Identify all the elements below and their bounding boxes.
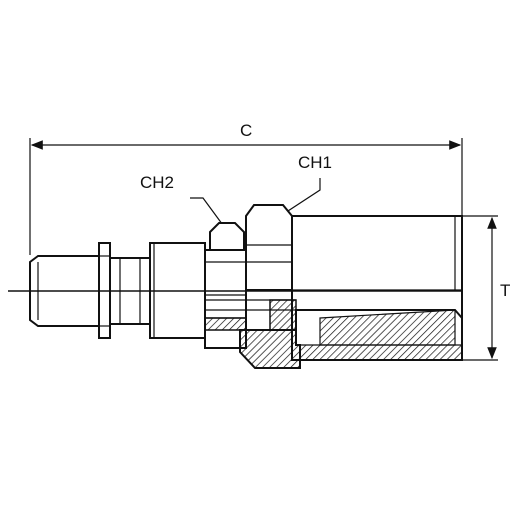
hatch-seal	[269, 299, 297, 331]
hatch-ferrule-lower	[299, 344, 463, 361]
hex-ch1-top	[245, 204, 293, 291]
hex-ch2-top	[209, 222, 245, 251]
leaders: CH2 CH1	[140, 153, 332, 233]
label-ch2: CH2	[140, 173, 174, 192]
dimension-c: C	[29, 121, 463, 255]
hatch-nut-section	[239, 329, 301, 369]
label-ch1: CH1	[298, 153, 332, 172]
label-t: T	[500, 281, 510, 300]
cut-section	[204, 299, 463, 369]
leader-ch2	[190, 197, 229, 233]
hex-nut-ch1	[245, 204, 293, 291]
dimension-t: T	[462, 215, 510, 361]
label-c: C	[240, 121, 252, 140]
hatch-inner-ch2	[204, 317, 247, 331]
